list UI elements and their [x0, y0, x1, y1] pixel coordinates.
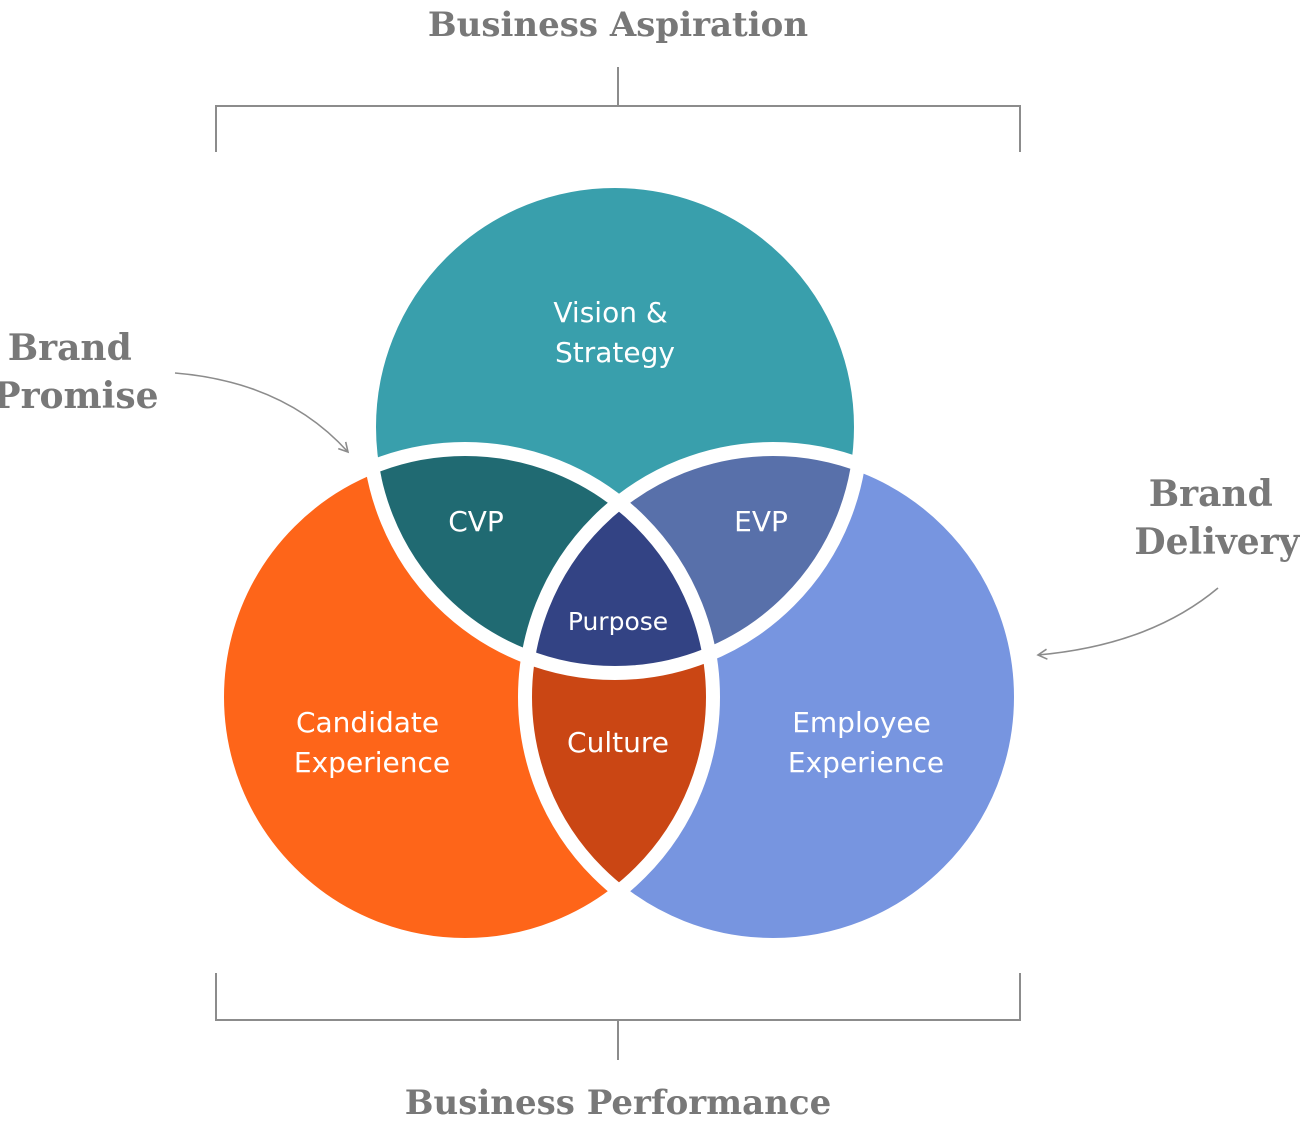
vision-strategy-line2: Strategy [555, 336, 675, 369]
brand-delivery-arrow [1036, 587, 1219, 660]
business-aspiration-label: Business Aspiration [428, 5, 808, 45]
region-purpose [525, 449, 713, 673]
candidate-experience-label: Candidate Experience [294, 706, 450, 779]
brand-promise-line1: Brand [8, 327, 132, 369]
business-performance-label: Business Performance [405, 1083, 831, 1123]
employee-experience-line2: Experience [788, 746, 944, 779]
brand-promise-line2: Promise [0, 375, 159, 417]
gap-ring-left [210, 442, 720, 952]
purpose-label: Purpose [568, 607, 668, 636]
gap-ring-right [518, 442, 1028, 952]
top-bracket [215, 67, 1021, 152]
brand-delivery-label: Brand Delivery [1134, 473, 1300, 563]
brand-promise-label: Brand Promise [0, 327, 159, 417]
culture-label: Culture [567, 726, 669, 759]
brand-delivery-line1: Brand [1149, 473, 1273, 515]
bottom-bracket [215, 973, 1021, 1060]
brand-delivery-line2: Delivery [1134, 521, 1300, 563]
candidate-experience-line1: Candidate [296, 706, 439, 739]
employee-experience-line1: Employee [792, 706, 931, 739]
gap-ring-top [362, 174, 868, 680]
candidate-experience-line2: Experience [294, 746, 450, 779]
cvp-label: CVP [448, 505, 504, 538]
vision-strategy-line1: Vision & [553, 296, 667, 329]
employee-experience-label: Employee Experience [788, 706, 944, 779]
brand-promise-arrow [174, 372, 350, 454]
vision-strategy-label: Vision & Strategy [553, 296, 676, 369]
evp-label: EVP [734, 505, 788, 538]
